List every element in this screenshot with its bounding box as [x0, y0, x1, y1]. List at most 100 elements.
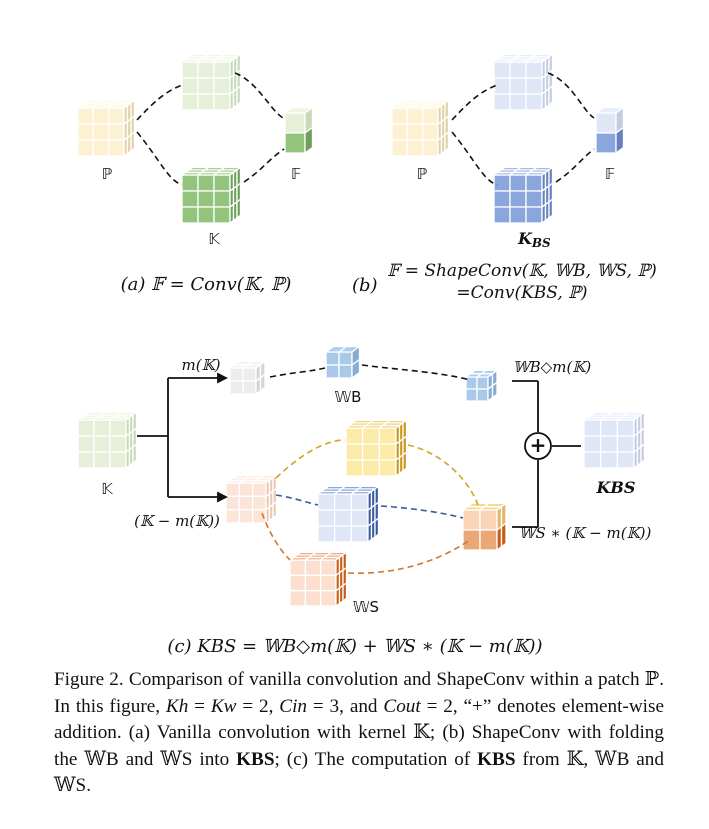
patch-a-front-cell: [108, 107, 125, 125]
bottom-kernel-a-front-cell: [197, 174, 215, 192]
label-patch-b: ℙ: [417, 165, 428, 183]
kernel-c-front-cell: [77, 451, 95, 469]
caption-a: (a) 𝔽 = Conv(𝕂, ℙ): [121, 274, 292, 295]
k-minus-mk-front-cell: [225, 482, 240, 497]
label-patch-a: ℙ: [102, 165, 113, 183]
ws-result-side-cell: [496, 525, 503, 552]
k-minus-mk-front-cell: [252, 482, 267, 497]
kernel-c-front-cell: [109, 419, 127, 437]
ws-bottom-front-cell: [320, 574, 337, 592]
mean-kernel-front-cell: [229, 380, 244, 395]
ws-top-front-cell: [345, 443, 364, 461]
bottom-kernel-b-front-cell: [525, 190, 543, 208]
top-kernel-a-front-cell: [197, 61, 215, 79]
ws-bottom-front-cell: [304, 590, 322, 607]
kernel-c-front-cell: [109, 435, 127, 453]
k-minus-mk-front-cell: [238, 482, 254, 497]
k-minus-mk-front-cell: [238, 495, 254, 511]
label-wb-mk: 𝕎B◇m(𝕂): [513, 358, 592, 376]
top-kernel-a-front-cell: [213, 93, 231, 111]
caption-rest1: = 2, “+” denotes element-wise addition. …: [54, 695, 664, 770]
top-kernel-a-front-cell: [197, 77, 215, 95]
wb-weight-front-cell: [325, 351, 340, 366]
panel-b-connectors: [451, 72, 595, 186]
top-kernel-a-front-cell: [181, 77, 199, 95]
bottom-kernel-b-front-cell: [493, 190, 511, 208]
bottom-kernel-b-front-cell: [525, 174, 543, 192]
wb-weight-side-cell: [351, 358, 361, 380]
caption-kbs2: KBS: [477, 748, 516, 770]
output-a-front-cell: [284, 112, 306, 134]
wb-mk-result-side-cell: [487, 384, 494, 403]
ws-mid-front-cell: [317, 509, 336, 527]
patch-a-front-cell: [77, 139, 94, 157]
kernel-c-front-cell: [109, 451, 127, 469]
bottom-kernel-b-side-cell: [548, 198, 554, 220]
top-kernel-a-front-cell: [181, 93, 199, 111]
bottom-kernel-b-front-cell: [493, 174, 511, 192]
mean-kernel-side-cell: [255, 376, 262, 396]
caption-cout: Cout: [383, 695, 421, 717]
mean-kernel-front-cell: [242, 367, 257, 382]
output-a-front-cell: [284, 132, 306, 154]
caption-eq2: = 2,: [236, 695, 280, 717]
ws-mid-front-cell: [334, 525, 352, 543]
caption-rest2: ; (c) The computation of: [274, 748, 478, 770]
kbs-c-side-cell: [640, 443, 646, 465]
ws-bottom-front-cell: [289, 559, 306, 576]
wb-mk-result-front-cell: [476, 388, 489, 402]
bottom-kernel-a-front-cell: [213, 206, 231, 224]
ws-mid-front-cell: [334, 493, 352, 511]
output-b-front-cell: [595, 132, 617, 154]
top-kernel-a-front-cell: [181, 61, 199, 79]
caption-kbs: KBS: [236, 748, 275, 770]
kernel-c-front-cell: [77, 419, 95, 437]
label-output-b: 𝔽: [605, 165, 615, 183]
bottom-kernel-b-front-cell: [509, 174, 527, 192]
caption-cin: Cin: [279, 695, 308, 717]
kbs-c-front-cell: [616, 435, 635, 453]
top-kernel-a-side-cell: [236, 85, 242, 107]
top-kernel-b-front-cell: [509, 77, 527, 95]
caption-eq1: =: [188, 695, 211, 717]
ws-bottom-front-cell: [320, 590, 337, 607]
k-minus-mk-front-cell: [225, 495, 240, 511]
k-minus-mk-front-cell: [225, 509, 240, 524]
ws-bottom-front-cell: [289, 574, 306, 592]
patch-a-front-cell: [92, 139, 110, 157]
wb-mk-result-front-cell: [465, 388, 478, 402]
bottom-kernel-a-front-cell: [181, 190, 199, 208]
bottom-kernel-a-side-cell: [236, 198, 242, 220]
label-kernel-c: 𝕂: [101, 480, 113, 498]
ws-result-front-cell: [462, 529, 481, 551]
top-kernel-b-front-cell: [525, 61, 543, 79]
ws-mid-front-cell: [334, 509, 352, 527]
top-kernel-b-front-cell: [509, 93, 527, 111]
label-mean-k: m(𝕂): [182, 356, 221, 374]
kernel-c-front-cell: [77, 435, 95, 453]
caption-kh: Kh: [165, 695, 189, 717]
ws-top-front-cell: [362, 443, 380, 461]
patch-a-front-cell: [77, 107, 94, 125]
top-kernel-a-front-cell: [197, 93, 215, 111]
ws-result-front-cell: [479, 509, 498, 531]
caption-prefix: Figure 2. Comparison of vanilla convolut…: [54, 669, 664, 717]
patch-a-front-cell: [92, 107, 110, 125]
ws-top-front-cell: [378, 427, 397, 445]
ws-bottom-front-cell: [289, 590, 306, 607]
panel-c-branches: [137, 372, 581, 528]
label-output-a: 𝔽: [291, 165, 301, 183]
wb-mk-result-front-cell: [465, 376, 478, 390]
ws-result-front-cell: [479, 529, 498, 551]
figure-caption: Figure 2. Comparison of vanilla convolut…: [54, 667, 664, 800]
k-minus-mk-side-cell: [272, 500, 278, 520]
bottom-kernel-a-front-cell: [181, 206, 199, 224]
ws-mid-front-cell: [350, 509, 369, 527]
caption-b-line1: 𝔽 = ShapeConv(𝕂, 𝕎B, 𝕎S, ℙ): [387, 261, 657, 281]
plus-node: +: [524, 432, 552, 460]
kbs-c-front-cell: [583, 435, 602, 453]
caption-eq3: = 3, and: [307, 695, 384, 717]
kbs-c-front-cell: [600, 435, 618, 453]
output-b-front-cell: [595, 112, 617, 134]
top-kernel-b-front-cell: [493, 61, 511, 79]
